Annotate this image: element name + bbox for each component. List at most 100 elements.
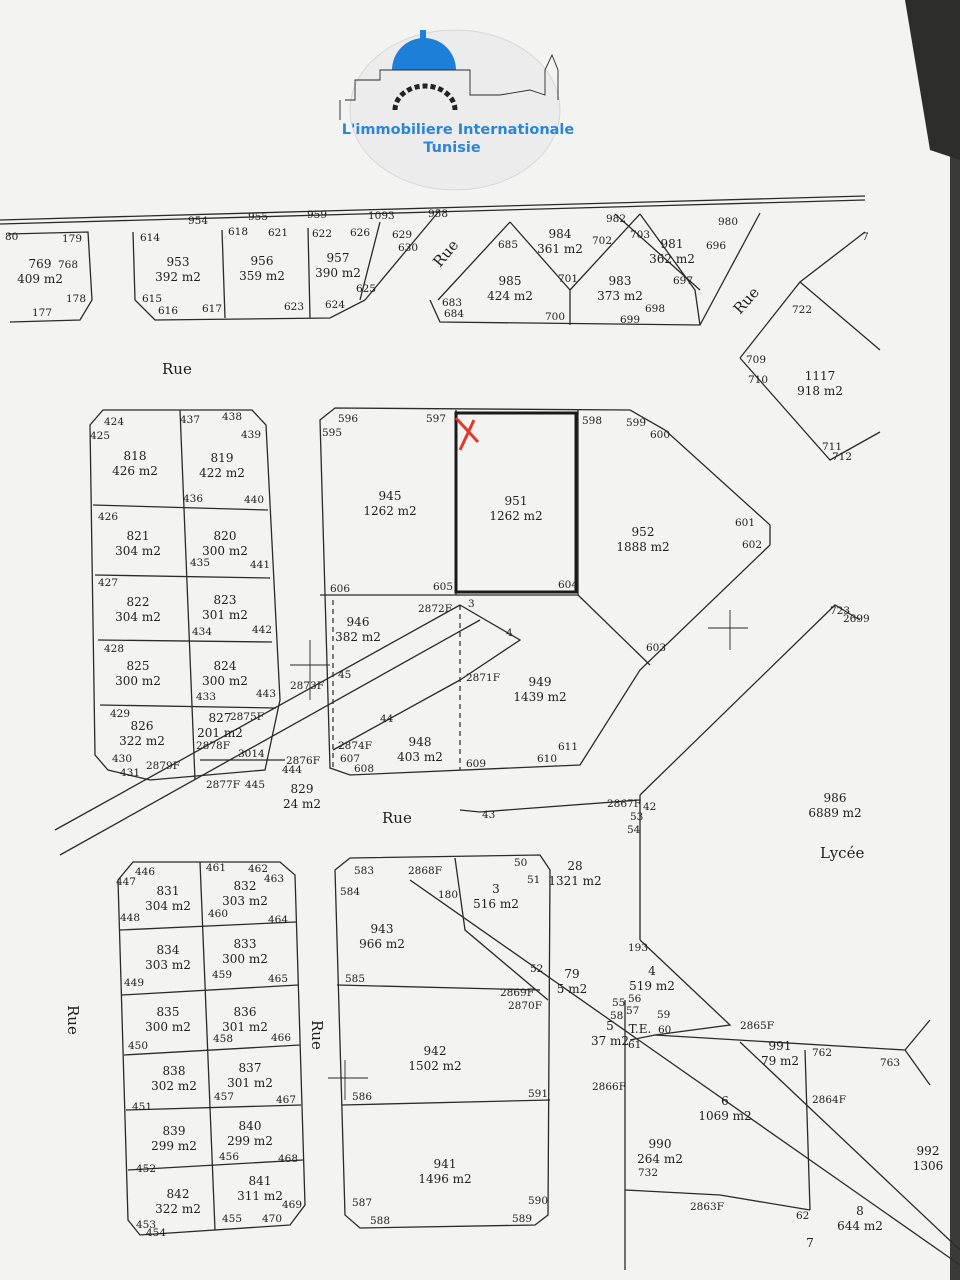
boundary-point-label: 461 (206, 862, 226, 874)
boundary-point-label: 711 (822, 441, 842, 453)
lot-area: 373 m2 (597, 289, 643, 303)
lot-number: 7 (806, 1236, 814, 1250)
boundary-point-label: 458 (213, 1033, 233, 1045)
boundary-point-label: 452 (136, 1163, 156, 1175)
boundary-point-label: 702 (592, 235, 612, 247)
lot-area: 299 m2 (151, 1139, 197, 1153)
boundary-point-label: 448 (120, 912, 140, 924)
boundary-point-label: 428 (104, 643, 124, 655)
street-rue-middle: Rue (382, 809, 412, 827)
lot-area: 300 m2 (202, 544, 248, 558)
boundary-point-label: 601 (735, 517, 755, 529)
boundary-point-label: 455 (222, 1213, 242, 1225)
boundary-point-label: 763 (880, 1057, 900, 1069)
lot-number: 4 (648, 964, 656, 978)
block-southcenter (328, 854, 551, 1229)
lot-area: 300 m2 (115, 674, 161, 688)
boundary-point-label: 430 (112, 753, 132, 765)
boundary-point-label: 57 (626, 1005, 639, 1017)
boundary-point-label: 60 (658, 1024, 671, 1036)
boundary-point-label: 449 (124, 977, 144, 989)
boundary-point-label: 450 (128, 1040, 148, 1052)
boundary-point-label: 2864F (812, 1094, 846, 1106)
boundary-point-label: 439 (241, 429, 261, 441)
lot-number: 835 (157, 1005, 180, 1019)
boundary-point-label: 438 (222, 411, 242, 423)
lot-number: 5 (606, 1019, 614, 1033)
boundary-point-label: 616 (158, 305, 178, 317)
boundary-point-label: 701 (558, 273, 578, 285)
boundary-point-label: 597 (426, 413, 446, 425)
boundary-point-label: 61 (628, 1039, 641, 1051)
boundary-point-label: 454 (146, 1227, 166, 1239)
block-east (459, 604, 861, 940)
boundary-point-label: 424 (104, 416, 124, 428)
boundary-point-label: 732 (638, 1167, 658, 1179)
boundary-point-label: 955 (248, 211, 268, 223)
boundary-point-label: 2875F (230, 711, 264, 723)
boundary-point-label: 193 (628, 942, 648, 954)
boundary-point-label: 684 (444, 308, 464, 320)
boundary-point-label: 437 (180, 414, 200, 426)
boundary-point-label: 700 (545, 311, 565, 323)
lot-number: 946 (347, 615, 370, 629)
boundary-point-label: 2872F (418, 603, 452, 615)
boundary-point-label: 434 (192, 626, 212, 638)
boundary-point-label: 2878F (196, 740, 230, 752)
lot-number: 842 (167, 1187, 190, 1201)
lot-number: 983 (609, 274, 632, 288)
boundary-point-label: 608 (354, 763, 374, 775)
boundary-point-label: 591 (528, 1088, 548, 1100)
boundary-point-label: 630 (398, 242, 418, 254)
boundary-point-label: 45 (338, 669, 351, 681)
lot-area: 1888 m2 (616, 540, 669, 554)
lot-area: 1496 m2 (418, 1172, 471, 1186)
lot-number: 956 (251, 254, 274, 268)
boundary-point-label: 596 (338, 413, 358, 425)
lot-number: 829 (291, 782, 314, 796)
boundary-point-label: 595 (322, 427, 342, 439)
boundary-point-label: 710 (748, 374, 768, 386)
lot-number: 943 (371, 922, 394, 936)
lot-area: 201 m2 (197, 726, 243, 740)
lot-number: 986 (824, 791, 847, 805)
lot-number: 985 (499, 274, 522, 288)
lot-area: 966 m2 (359, 937, 405, 951)
lot-area: 301 m2 (227, 1076, 273, 1090)
boundary-point-label: 464 (268, 914, 288, 926)
boundary-point-label: 440 (244, 494, 264, 506)
lot-number: 823 (214, 593, 237, 607)
boundary-point-label: 2868F (408, 865, 442, 877)
boundary-point-label: 442 (252, 624, 272, 636)
boundary-point-label: 429 (110, 708, 130, 720)
lot-area: 1262 m2 (363, 504, 416, 518)
lot-area: 300 m2 (202, 674, 248, 688)
lot-number: 990 (649, 1137, 672, 1151)
boundary-point-label: 435 (190, 557, 210, 569)
lot-number: 953 (167, 255, 190, 269)
boundary-point-label: 451 (132, 1101, 152, 1113)
lot-number: 6 (721, 1094, 729, 1108)
boundary-point-label: 463 (264, 873, 284, 885)
lot-number: 838 (163, 1064, 186, 1078)
boundary-point-label: 607 (340, 753, 360, 765)
lot-7: 7 (806, 1236, 814, 1250)
lot-area: 409 m2 (17, 272, 63, 286)
boundary-point-label: 443 (256, 688, 276, 700)
boundary-point-label: 958 (428, 208, 448, 220)
boundary-point-label: 768 (58, 259, 78, 271)
